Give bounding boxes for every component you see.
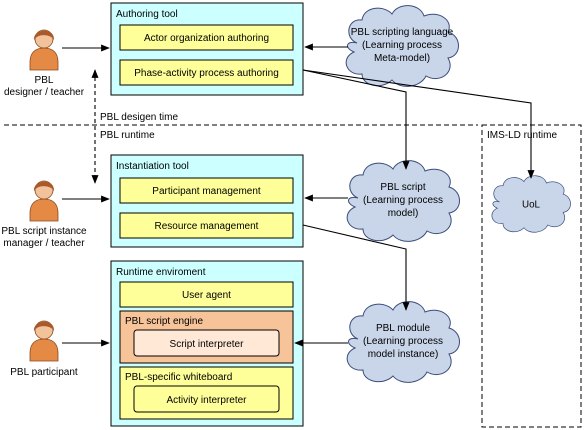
scripting-language-line-3: Meta-model): [374, 53, 430, 64]
uol-label: UoL: [522, 200, 541, 211]
pbl-script-line-2: (Learning process: [363, 195, 443, 206]
arrow-authoring-to-script: [302, 69, 410, 170]
pbl-module-line-3: model instance): [368, 349, 439, 360]
pbl-script-line-3: model): [388, 208, 419, 219]
manager-actor: [29, 180, 59, 222]
design-time-label: PBL desigen time: [100, 112, 178, 123]
person-icon: [29, 338, 59, 362]
script-engine-title: PBL script engine: [125, 316, 203, 327]
participant-management-box: [119, 177, 294, 204]
designer-label-1: PBL: [35, 75, 54, 86]
pbl-module-line-1: PBL module: [376, 323, 431, 334]
user-agent-label: User agent: [182, 290, 231, 301]
participant-label: PBL participant: [10, 367, 78, 378]
resource-management-box: [119, 212, 294, 239]
actor-organization-authoring-label: Actor organization authoring: [144, 33, 269, 44]
actor-organization-authoring-box: [119, 24, 294, 51]
phase-activity-authoring-label: Phase-activity process authoring: [134, 68, 279, 79]
runtime-environment: Runtime enviroment User agent PBL script…: [110, 260, 304, 427]
activity-interpreter-label: Activity interpreter: [166, 395, 247, 406]
pbl-script-line-1: PBL script: [380, 182, 425, 193]
scripting-language-line-2: (Learning process: [362, 40, 442, 51]
phase-activity-authoring-box: [119, 59, 294, 86]
ims-ld-runtime-title: IMS-LD runtime: [487, 130, 557, 141]
person-icon: [29, 47, 59, 71]
manager-label-2: manager / teacher: [3, 238, 85, 249]
pbl-script-cloud: PBL script (Learning process model): [346, 160, 460, 242]
manager-label-1: PBL script instance: [1, 226, 87, 237]
person-icon: [29, 198, 59, 222]
authoring-tool-title: Authoring tool: [116, 9, 178, 20]
resource-management-label: Resource management: [155, 221, 259, 232]
whiteboard-title: PBL-specific whiteboard: [125, 372, 232, 383]
scripting-language-line-1: PBL scripting language: [351, 27, 454, 38]
pbl-module-line-2: (Learning process: [363, 336, 443, 347]
arrow-authoring-to-uol: [302, 69, 535, 179]
activity-interpreter-box: [133, 385, 280, 413]
authoring-tool: Authoring tool Actor organization author…: [110, 2, 304, 96]
arrow-instantiation-to-module: [302, 224, 410, 311]
script-interpreter-box: [133, 329, 280, 357]
pbl-module-cloud: PBL module (Learning process model insta…: [346, 301, 460, 383]
script-interpreter-label: Script interpreter: [170, 339, 245, 350]
runtime-label: PBL runtime: [100, 130, 155, 141]
instantiation-tool-title: Instantiation tool: [116, 161, 189, 172]
user-agent-box: [119, 281, 294, 308]
uol-cloud: UoL: [491, 175, 571, 233]
participant-actor: [29, 320, 59, 362]
scripting-language-cloud: PBL scripting language (Learning process…: [345, 5, 459, 87]
participant-management-label: Participant management: [152, 186, 261, 197]
instantiation-tool: Instantiation tool Participant managemen…: [110, 154, 304, 248]
designer-actor: [29, 29, 59, 71]
runtime-environment-title: Runtime enviroment: [116, 267, 206, 278]
designer-label-2: designer / teacher: [4, 87, 85, 98]
